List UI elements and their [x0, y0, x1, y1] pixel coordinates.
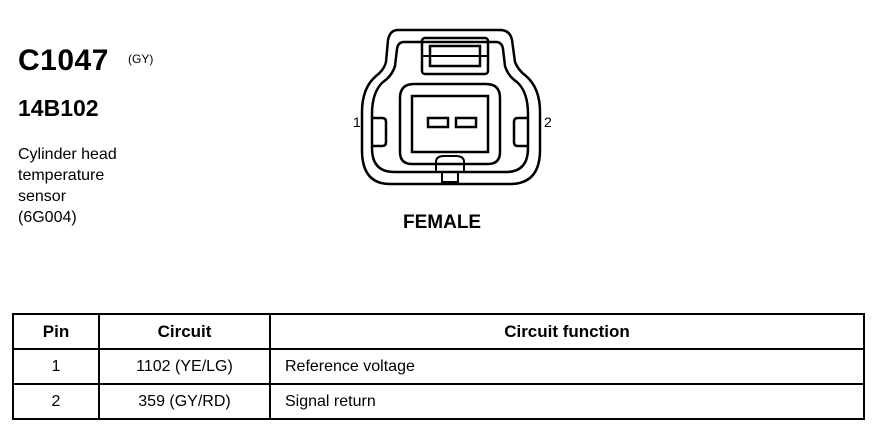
connector-description: Cylinder head temperature sensor (6G004)	[18, 144, 168, 228]
terminal-block	[410, 94, 490, 154]
pin-cavity-2	[454, 116, 478, 129]
description-line: (6G004)	[18, 209, 77, 226]
side-rib-right	[512, 116, 528, 148]
cavity-body	[398, 82, 502, 166]
table-row: 1 1102 (YE/LG) Reference voltage	[12, 348, 865, 385]
description-line: sensor	[18, 188, 67, 205]
part-number: 14B102	[18, 95, 99, 121]
cell-circuit: 1102 (YE/LG)	[98, 348, 271, 385]
cell-function: Reference voltage	[269, 348, 865, 385]
cell-pin: 2	[12, 383, 100, 420]
table-row: 2 359 (GY/RD) Signal return	[12, 383, 865, 420]
pin-table: Pin Circuit Circuit function 1 1102 (YE/…	[12, 313, 865, 420]
pin-cavity-1	[426, 116, 450, 129]
side-rib-left	[372, 116, 388, 148]
connector-id: C1047	[18, 44, 109, 77]
housing-outer	[360, 28, 542, 186]
pin-2-label: 2	[544, 114, 552, 130]
header-pin: Pin	[12, 313, 100, 350]
header-circuit-function: Circuit function	[269, 313, 865, 350]
header-circuit: Circuit	[98, 313, 271, 350]
cell-function: Signal return	[269, 383, 865, 420]
bottom-key	[435, 155, 465, 172]
cell-circuit: 359 (GY/RD)	[98, 383, 271, 420]
cell-pin: 1	[12, 348, 100, 385]
pin-1-label: 1	[353, 114, 361, 130]
connector-face-diagram	[360, 28, 542, 186]
housing-inner	[370, 40, 530, 174]
bottom-key-tab	[441, 171, 459, 183]
gender-label: FEMALE	[403, 212, 482, 233]
connector-color: (GY)	[128, 52, 154, 66]
description-line: Cylinder head	[18, 146, 117, 163]
description-line: temperature	[18, 167, 105, 184]
table-header-row: Pin Circuit Circuit function	[12, 313, 865, 350]
